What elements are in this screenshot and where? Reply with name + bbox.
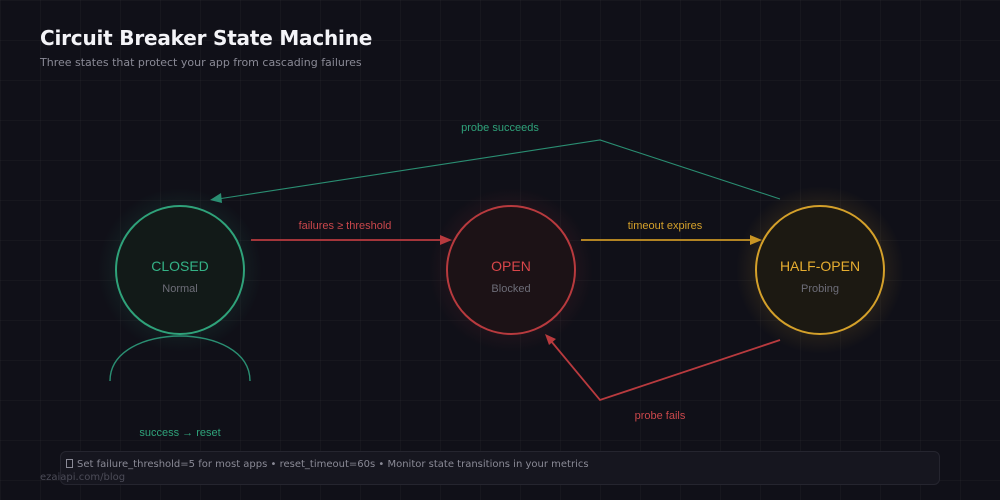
transition-probe-succeeds: probe succeeds [210, 122, 781, 203]
failures-label: failures ≥ threshold [299, 220, 392, 232]
state-open: OPEN Blocked [429, 188, 593, 352]
open-sublabel: Blocked [491, 283, 530, 295]
probe-succeeds-label: probe succeeds [461, 122, 539, 134]
closed-label: CLOSED [151, 258, 209, 274]
info-icon [66, 459, 73, 468]
half-open-sublabel: Probing [801, 283, 839, 295]
probe-fails-label: probe fails [635, 410, 686, 422]
timeout-label: timeout expires [628, 220, 703, 232]
probe-succeeds-arrow [217, 139, 781, 200]
success-reset-label: success → reset [139, 427, 220, 439]
half-open-label: HALF-OPEN [780, 258, 860, 274]
diagram-title: Circuit Breaker State Machine [40, 26, 373, 50]
watermark: ezaiapi.com/blog [40, 472, 126, 483]
diagram-subtitle: Three states that protect your app from … [40, 56, 362, 69]
half-open-circle [755, 205, 885, 335]
footer-tip-text: Set failure_threshold=5 for most apps • … [77, 459, 589, 470]
state-half-open: HALF-OPEN Probing [736, 186, 904, 354]
closed-sublabel: Normal [162, 283, 197, 295]
closed-circle [115, 205, 245, 335]
open-circle [446, 205, 576, 335]
state-closed: CLOSED Normal [98, 188, 262, 352]
transition-failures: failures ≥ threshold [251, 220, 452, 245]
footer-tip-bar [60, 451, 940, 485]
footer-tip: Set failure_threshold=5 for most apps • … [66, 459, 589, 470]
transition-timeout: timeout expires [581, 220, 762, 245]
open-label: OPEN [491, 258, 531, 274]
transition-probe-fails: probe fails [545, 334, 781, 422]
probe-fails-arrow [550, 339, 781, 402]
